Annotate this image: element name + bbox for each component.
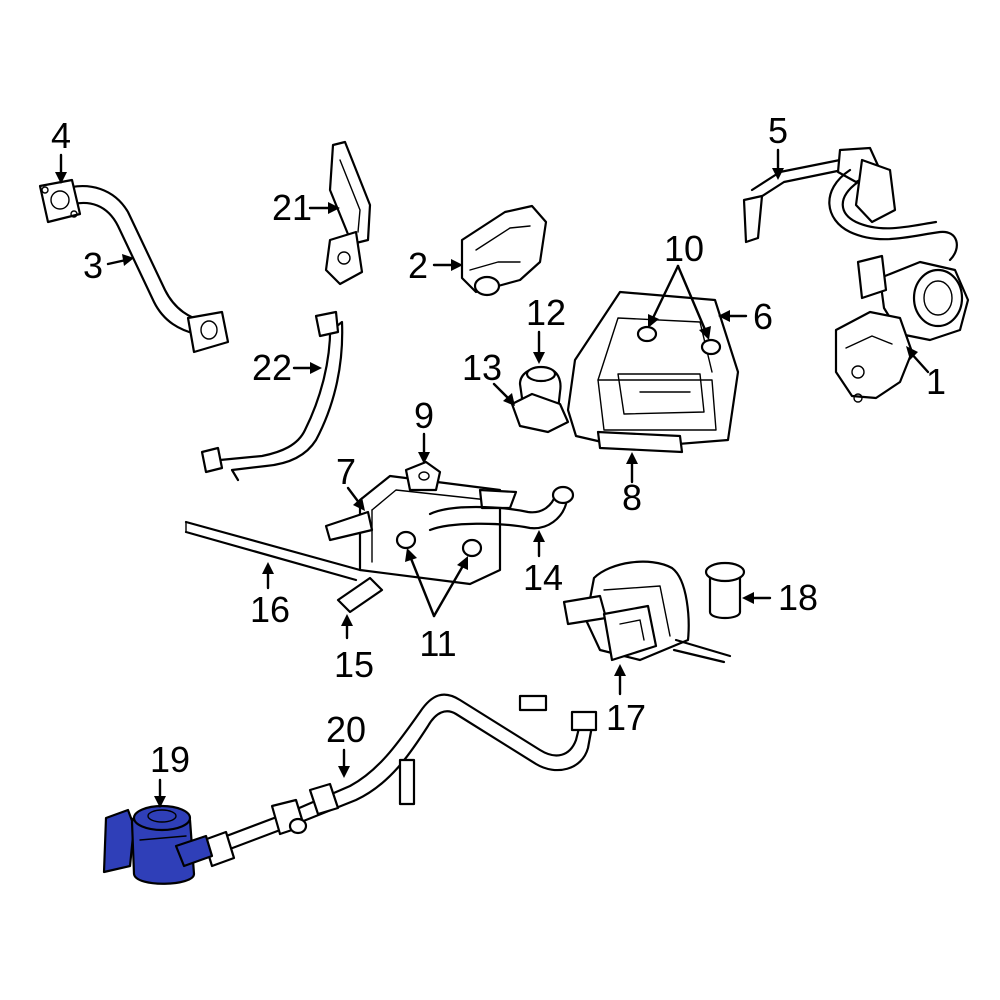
callout-18[interactable]: 18 [778,577,818,618]
callout-11[interactable]: 11 [419,623,456,664]
part-20-tube-assembly[interactable] [198,693,598,868]
part-18-cap[interactable] [704,561,746,620]
part-17-pump[interactable] [562,560,732,664]
part-11-nuts[interactable] [395,530,483,558]
part-1-egr-valve[interactable] [828,158,970,403]
callout-5[interactable]: 5 [768,110,788,151]
callout-20[interactable]: 20 [326,709,366,750]
callout-21[interactable]: 21 [272,187,312,228]
part-6-mounting-tray[interactable] [566,290,740,454]
callout-19[interactable]: 19 [150,739,190,780]
part-15-pipe[interactable] [336,576,384,614]
callout-16[interactable]: 16 [250,589,290,630]
part-4-gasket[interactable] [38,178,82,224]
callout-3[interactable]: 3 [83,245,103,286]
part-13-bracket[interactable] [510,392,570,434]
part-19-bracket [102,808,136,874]
part-10-nuts[interactable] [636,325,722,356]
callout-14[interactable]: 14 [523,557,563,598]
callout-8[interactable]: 8 [622,477,642,518]
part-9-bracket[interactable] [404,460,442,492]
part-22-hose[interactable] [200,310,344,482]
callout-6[interactable]: 6 [753,296,773,337]
part-16-vent-tube[interactable] [184,520,362,582]
callout-1[interactable]: 1 [926,361,946,402]
callout-9[interactable]: 9 [414,395,434,436]
callout-22[interactable]: 22 [252,347,292,388]
callout-2[interactable]: 2 [408,245,428,286]
callout-15[interactable]: 15 [334,644,374,685]
callout-leaders [55,148,930,808]
part-3-egr-tube[interactable] [58,185,230,354]
part-2-heat-shield[interactable] [460,204,548,297]
part-14-hose[interactable] [428,485,575,532]
callout-13[interactable]: 13 [462,347,502,388]
callout-7[interactable]: 7 [336,451,356,492]
part-19-highlighted-pump[interactable] [102,804,214,885]
part-21-bracket[interactable] [324,140,372,286]
callout-4[interactable]: 4 [51,115,71,156]
callout-17[interactable]: 17 [606,697,646,738]
callout-10[interactable]: 10 [664,228,704,269]
part-19-outlet [174,834,214,868]
callout-12[interactable]: 12 [526,292,566,333]
part-19-top [132,804,192,832]
callout-labels: 1 2 3 4 5 6 7 8 9 10 11 12 13 14 15 16 1… [51,110,946,780]
